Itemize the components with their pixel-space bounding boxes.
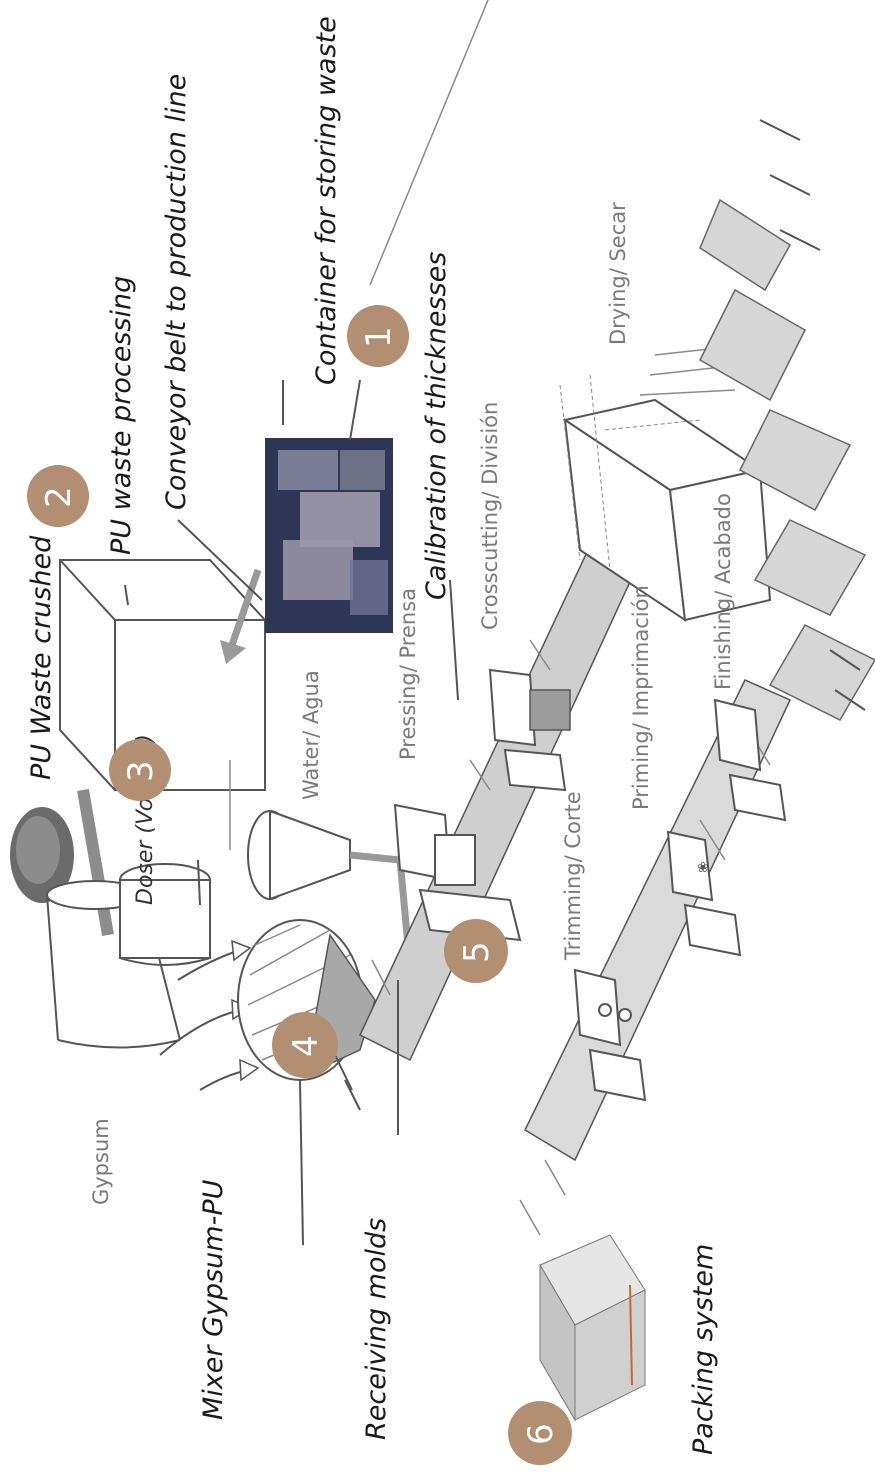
leader-line-container xyxy=(369,0,489,286)
label-mixer: Mixer Gypsum-PU xyxy=(198,1179,229,1420)
label-finishing: Finishing/ Acabado xyxy=(711,493,735,690)
label-trimming: Trimming/ Corte xyxy=(561,791,585,961)
conveyor-arrow xyxy=(220,568,262,664)
badge-5-text: 5 xyxy=(457,941,497,963)
label-pressing: Pressing/ Prensa xyxy=(396,588,420,760)
badge-3-text: 3 xyxy=(121,760,161,782)
badge-4-text: 4 xyxy=(286,1035,326,1057)
badge-1: 1 xyxy=(347,305,409,367)
badge-1-text: 1 xyxy=(359,326,399,348)
finishing-machine xyxy=(713,698,787,822)
badge-4: 4 xyxy=(272,1012,338,1078)
label-container: Container for storing waste xyxy=(311,16,342,385)
pressing-machine xyxy=(393,803,522,942)
label-pu-processing: PU waste processing xyxy=(106,276,137,555)
leader-conveyor xyxy=(177,519,263,601)
leader-calibration xyxy=(449,579,459,701)
label-conveyor: Conveyor belt to production line xyxy=(161,74,192,510)
label-packing: Packing system xyxy=(688,1244,719,1455)
drying-unit xyxy=(559,344,772,623)
label-gypsum: Gypsum xyxy=(89,1118,113,1205)
doser-machine xyxy=(119,863,211,966)
crosscutting-machine xyxy=(488,668,571,792)
label-water: Water/ Agua xyxy=(299,670,323,800)
badge-5: 5 xyxy=(444,919,508,983)
priming-machine: ❀ xyxy=(666,830,742,957)
label-crosscutting: Crosscutting/ División xyxy=(478,402,502,630)
badge-2: 2 xyxy=(27,465,89,527)
packing-stack xyxy=(539,1234,646,1422)
label-calibration: Calibration of thicknesses xyxy=(421,252,452,600)
badge-6-text: 6 xyxy=(521,1423,561,1445)
label-pu-crushed: PU Waste crushed xyxy=(26,535,57,780)
mixer-input-arrows xyxy=(159,939,260,1091)
leader-photo xyxy=(349,379,361,441)
water-funnel xyxy=(247,809,412,946)
right-loop-panels xyxy=(699,119,875,721)
waste-photo xyxy=(265,438,393,633)
badge-3: 3 xyxy=(109,739,171,801)
leader-mixer xyxy=(299,1079,304,1246)
lower-conveyor xyxy=(519,679,792,1236)
label-drying: Drying/ Secar xyxy=(606,202,630,345)
leader-doser xyxy=(197,859,201,906)
leader-pu-processing xyxy=(124,584,129,606)
feed-tube xyxy=(77,788,114,937)
badge-6: 6 xyxy=(508,1401,572,1465)
trimming-machine xyxy=(573,968,647,1102)
badge-2-text: 2 xyxy=(39,486,79,508)
label-receiving: Receiving molds xyxy=(361,1218,392,1440)
svg-text:❀: ❀ xyxy=(697,860,709,876)
label-priming: Priming/ Imprimación xyxy=(629,585,653,810)
